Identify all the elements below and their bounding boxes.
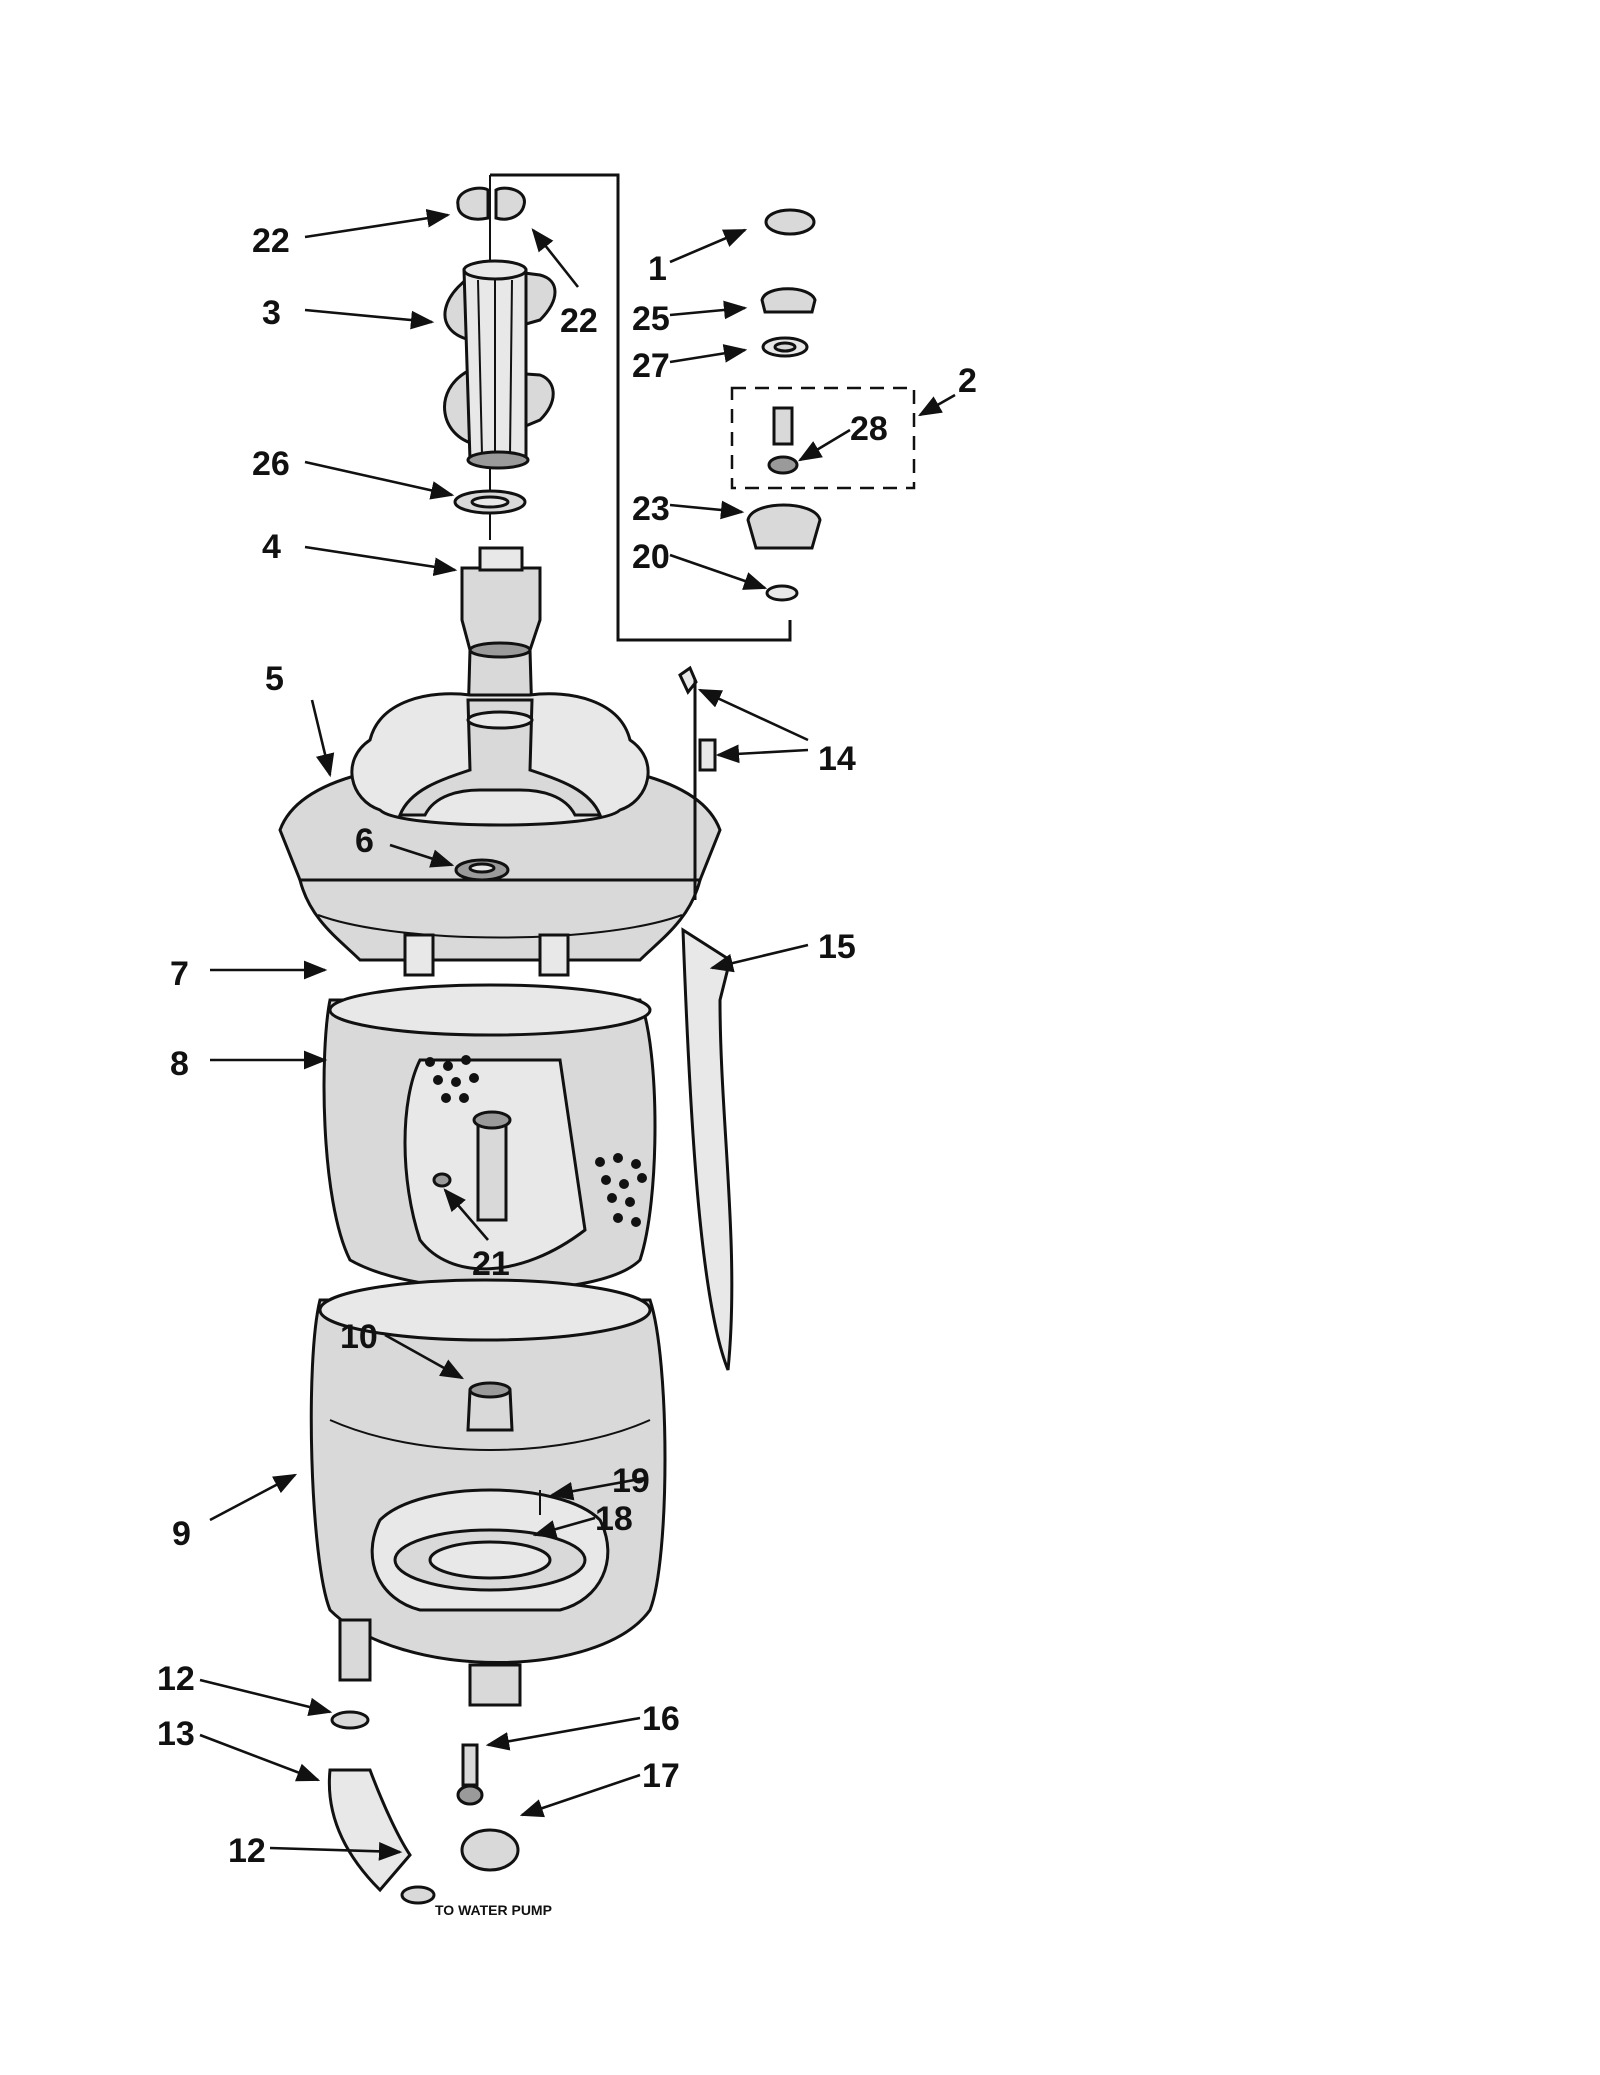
callout-20: 20 (632, 538, 670, 576)
leader-18 (532, 1516, 596, 1539)
part-1-cap (764, 208, 816, 236)
callout-13: 13 (157, 1715, 195, 1753)
part-12-clamp-bottom (400, 1885, 436, 1905)
callout-9: 9 (172, 1515, 191, 1553)
part-27-washer (761, 336, 809, 358)
callout-23: 23 (632, 490, 670, 528)
part-10-shaft-seal (466, 1381, 514, 1432)
callout-5: 5 (265, 660, 284, 698)
part-8-wash-basket (322, 983, 657, 1292)
callout-12-bottom: 12 (228, 1832, 266, 1870)
leader-20 (669, 553, 768, 590)
leader-23 (669, 500, 745, 520)
part-22-ring (456, 186, 526, 221)
leader-14a (697, 688, 809, 742)
callout-2: 2 (958, 362, 977, 400)
callout-7: 7 (170, 955, 189, 993)
callout-3: 3 (262, 294, 281, 332)
callout-27: 27 (632, 347, 670, 385)
callout-8: 8 (170, 1045, 189, 1083)
leader-16 (485, 1716, 641, 1751)
callout-14: 14 (818, 740, 856, 778)
part-15-drain-hose-guard (681, 927, 734, 1371)
leader-5 (310, 699, 335, 778)
leader-19 (549, 1476, 646, 1501)
part-3-agitator-auger (443, 259, 557, 470)
part-12-clamp-top (330, 1710, 370, 1730)
part-16-screw (456, 1743, 484, 1806)
callout-28: 28 (850, 410, 888, 448)
leader-15 (709, 943, 809, 973)
leader-21 (443, 1188, 489, 1241)
basket-holes (425, 1055, 647, 1227)
leader-27 (669, 344, 748, 364)
part-2-dashed-box (730, 386, 916, 490)
leader-lines (199, 208, 956, 1861)
leader-22a (304, 208, 451, 239)
leader-14b (715, 744, 809, 764)
leader-13 (199, 1733, 321, 1782)
part-13-hose (327, 1768, 412, 1893)
leader-12b (269, 1841, 403, 1861)
leader-10 (384, 1333, 465, 1380)
callout-labels: 22 22 3 26 4 5 6 7 8 21 10 9 19 18 12 13… (157, 222, 977, 1918)
leader-25 (669, 300, 748, 320)
assembly-bracket-line (490, 173, 792, 642)
leader-2 (917, 393, 956, 417)
callout-22-left: 22 (252, 222, 290, 260)
part-23-drive-block (746, 503, 822, 550)
part-25-retainer (760, 287, 817, 314)
leader-26 (304, 460, 455, 500)
leader-9 (209, 1473, 298, 1522)
callout-18: 18 (595, 1500, 633, 1538)
part-26-ring-seal (453, 489, 527, 515)
part-2-bolt-assembly (767, 406, 799, 475)
part-17-nut (460, 1828, 520, 1872)
callout-15: 15 (818, 928, 856, 966)
callout-17: 17 (642, 1757, 680, 1795)
callout-10: 10 (340, 1318, 378, 1356)
callout-12-top: 12 (157, 1660, 195, 1698)
leader-3 (304, 308, 435, 330)
part-7-balance-ring (298, 878, 702, 977)
note-to-water-pump: TO WATER PUMP (435, 1902, 552, 1918)
leader-17 (519, 1773, 641, 1818)
callout-25: 25 (632, 300, 670, 338)
callout-16: 16 (642, 1700, 680, 1738)
leader-4 (304, 545, 458, 577)
leader-22b (531, 228, 580, 288)
part-20-washer (765, 584, 799, 602)
callout-6: 6 (355, 822, 374, 860)
part-18-drive-ring (393, 1528, 587, 1592)
callout-1: 1 (648, 250, 667, 288)
leader-6 (389, 843, 455, 868)
callout-4: 4 (262, 528, 281, 566)
leader-12a (199, 1678, 333, 1717)
callout-19: 19 (612, 1462, 650, 1500)
callout-26: 26 (252, 445, 290, 483)
callout-21: 21 (472, 1245, 510, 1283)
part-6-filter (454, 858, 510, 882)
part-21-nut (432, 1172, 452, 1188)
leader-28 (797, 428, 851, 462)
part-14-clips (678, 665, 717, 900)
part-5-tub-cover (278, 692, 722, 882)
leader-1 (669, 228, 748, 264)
callout-22-right: 22 (560, 302, 598, 340)
